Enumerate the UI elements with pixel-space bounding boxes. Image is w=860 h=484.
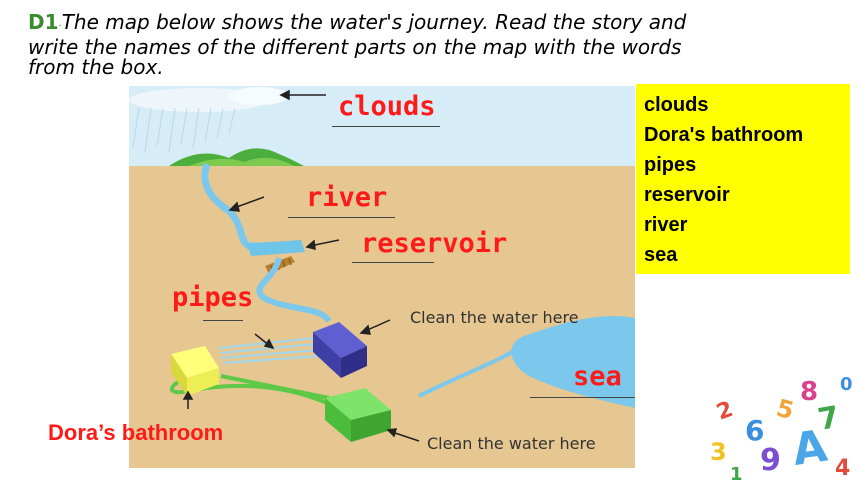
svg-text:4: 4 [835, 456, 850, 481]
clean-water-note-top: Clean the water here [410, 308, 579, 327]
sea-answer-line [530, 397, 635, 398]
pipe [256, 257, 332, 324]
svg-text:2: 2 [714, 397, 737, 426]
svg-text:6: 6 [745, 414, 764, 447]
svg-text:1: 1 [730, 464, 743, 484]
svg-text:9: 9 [760, 443, 781, 478]
river-answer-line [288, 217, 395, 218]
answer-reservoir: reservoir [361, 228, 508, 259]
instruction: D1·The map below shows the water's journ… [28, 12, 828, 77]
word-box-item: sea [644, 244, 678, 266]
rain-cloud-icon [129, 87, 289, 153]
sea [511, 316, 635, 408]
word-box-item: Dora's bathroom [644, 124, 804, 146]
svg-text:8: 8 [800, 377, 818, 407]
outflow-pipe [418, 346, 521, 398]
arrows [182, 89, 420, 442]
answer-bathroom: Dora’s bathroom [48, 420, 224, 445]
water-journey-map [129, 86, 635, 468]
cleaning-plant [313, 322, 367, 378]
instruction-line-3: from the box. [28, 55, 164, 79]
pipes-answer-line [203, 320, 243, 321]
instruction-line-2: write the names of the different parts o… [28, 35, 682, 59]
word-box: clouds Dora's bathroom pipes reservoir r… [636, 84, 850, 274]
answer-sea: sea [573, 361, 622, 392]
word-box-item: pipes [644, 154, 697, 176]
instruction-line-1: The map below shows the water's journey.… [61, 10, 687, 34]
dora-house [171, 346, 219, 396]
clean-water-note-bottom: Clean the water here [427, 434, 596, 453]
answer-pipes: pipes [172, 282, 254, 313]
svg-text:3: 3 [710, 438, 727, 466]
svg-text:5: 5 [773, 394, 796, 425]
numbers-decoration-icon: 2 6 5 8 7 9 A 3 4 1 0 [710, 374, 853, 484]
answer-river: river [306, 182, 388, 213]
reservoir-answer-line [352, 262, 434, 263]
word-box-item: clouds [644, 94, 709, 116]
word-box-item: reservoir [644, 184, 730, 206]
green-hills [169, 148, 304, 166]
map-illustration [129, 86, 635, 442]
svg-text:A: A [789, 421, 830, 476]
word-box-item: river [644, 214, 688, 236]
river [201, 162, 288, 250]
exercise-tag: D1 [28, 10, 59, 34]
reservoir [247, 240, 305, 256]
clouds-answer-line [332, 126, 440, 127]
answer-clouds: clouds [338, 91, 436, 122]
svg-text:0: 0 [840, 374, 853, 395]
treatment-plant [325, 388, 391, 442]
